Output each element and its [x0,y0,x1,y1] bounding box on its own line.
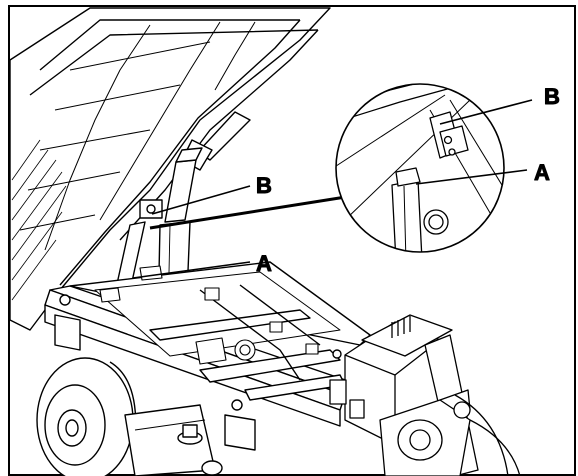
detail-circle [335,83,505,253]
callout-a-main: A [256,251,272,276]
fuel-tank [124,404,223,476]
left-wheel [36,357,137,476]
callout-a-detail: A [534,160,550,185]
leader-line-b [151,185,251,215]
dump-bed [9,7,331,331]
callout-b-main: B [256,173,272,198]
frame-components [99,265,319,365]
engine-assembly [329,314,521,476]
leader-line-a [132,261,251,279]
detail-view [335,83,533,253]
leader-lines [132,185,353,279]
callout-b-detail: B [544,84,560,109]
chassis-frame [44,261,371,451]
detail-connector-line [149,194,353,230]
detail-leader-line-a [415,169,528,185]
detail-leader-line-b [439,99,533,125]
